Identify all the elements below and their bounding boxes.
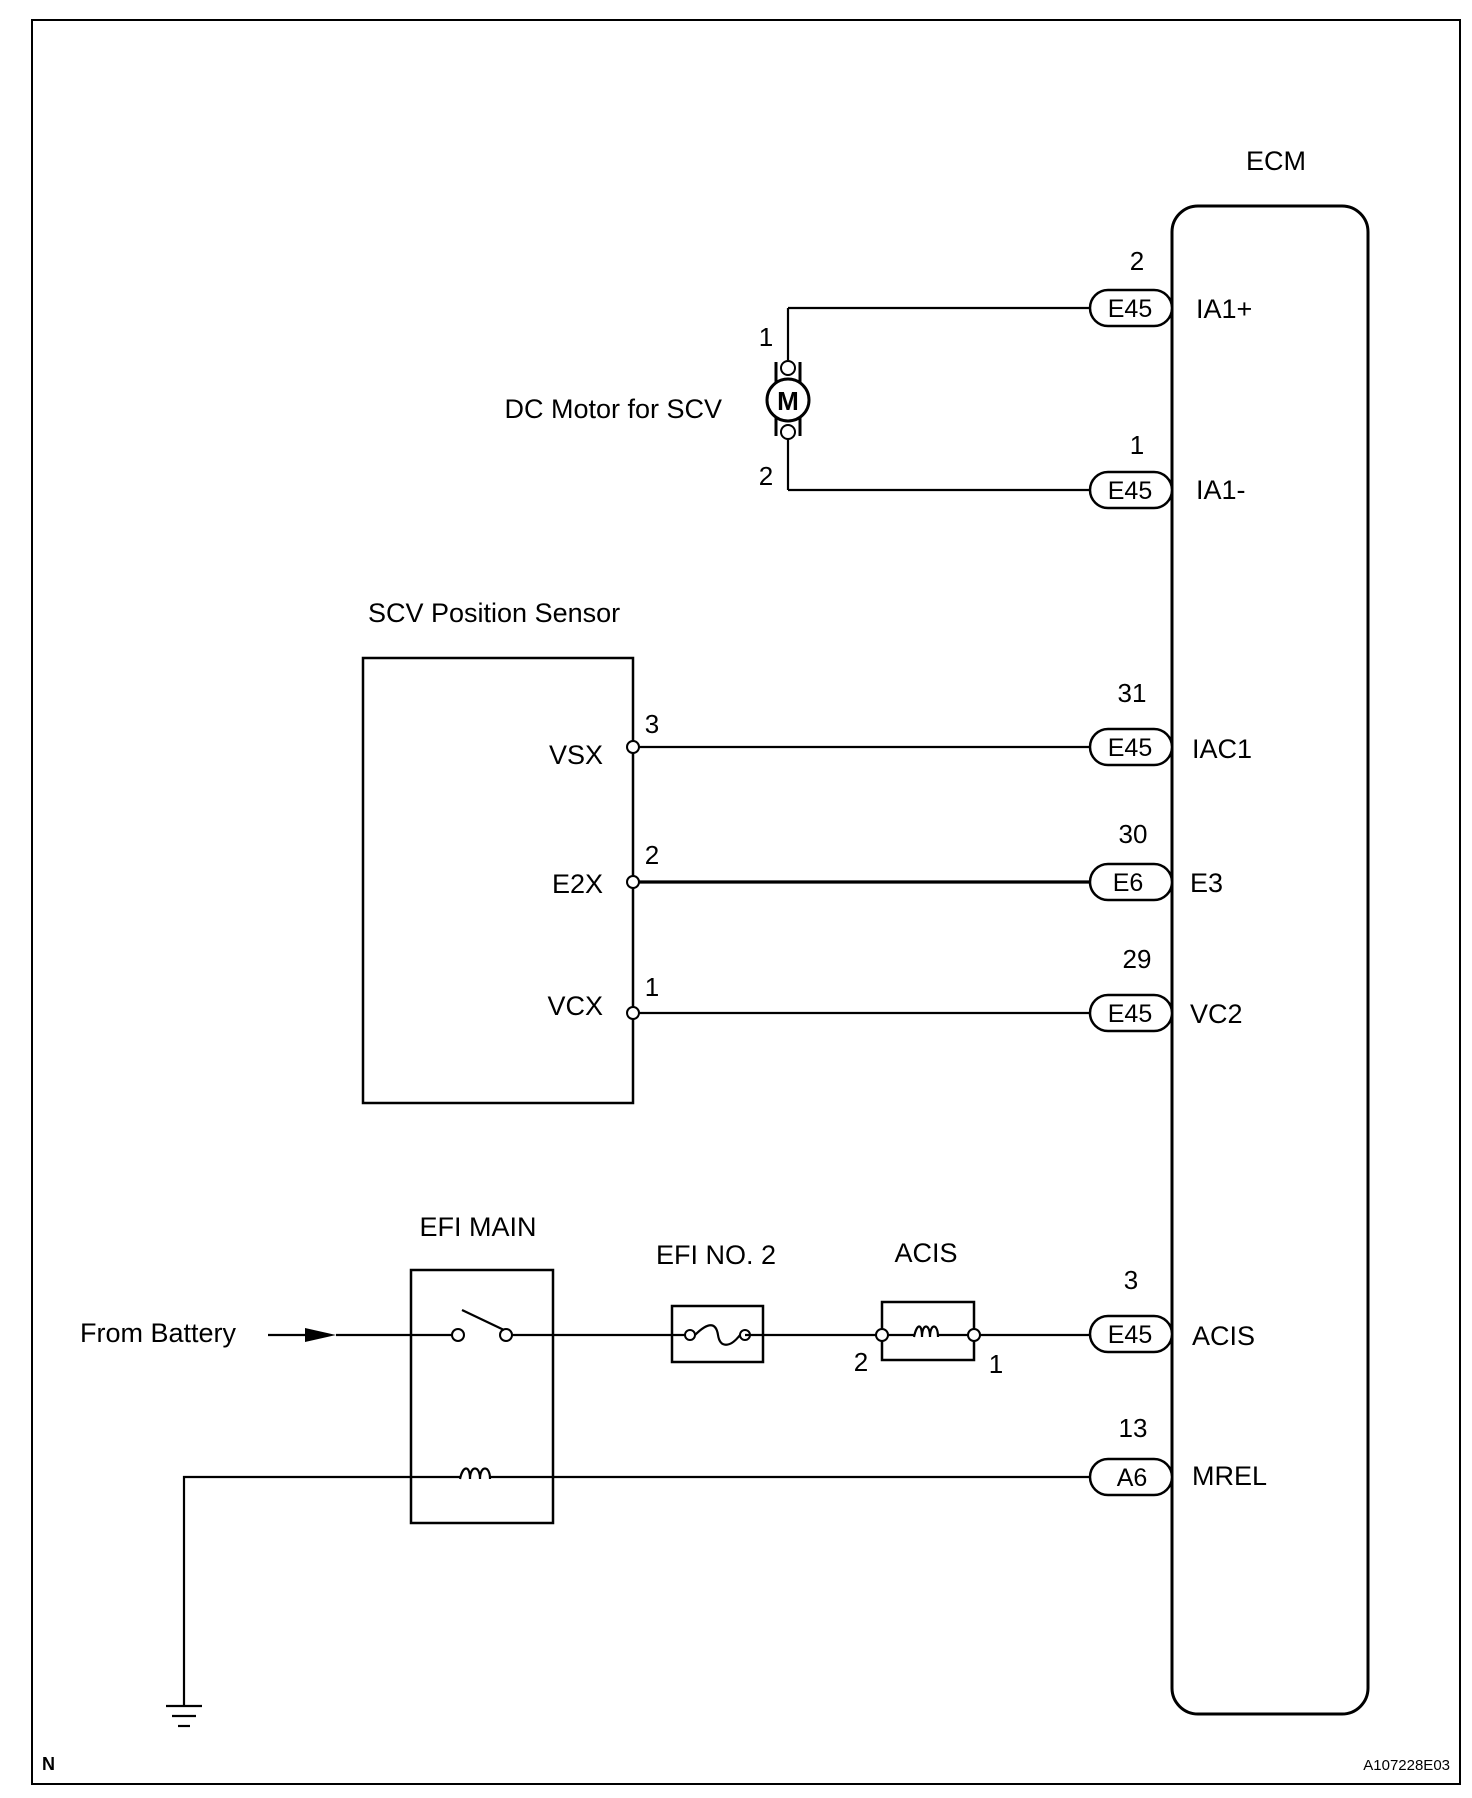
ecm-pin-vc2: 29 E45 VC2 (1088, 944, 1243, 1033)
footer-right: A107228E03 (1363, 1757, 1450, 1774)
acis-pin-right: 1 (989, 1349, 1003, 1379)
sensor-pin-vsx: 3 (645, 709, 659, 739)
motor-pin-top: 1 (759, 322, 773, 352)
terminal-name: IA1+ (1196, 294, 1252, 324)
terminal-name: MREL (1192, 1461, 1267, 1491)
ecm-title: ECM (1246, 146, 1306, 176)
connector-id: E6 (1113, 869, 1144, 897)
diagram-frame (31, 19, 1461, 1785)
connector-id: E45 (1108, 1321, 1152, 1349)
acis-vsv: ACIS 2 1 (854, 1238, 1003, 1379)
sensor-pin-vcx: 1 (645, 972, 659, 1002)
sensor-terminal-e2x: E2X (552, 869, 603, 899)
sensor-terminal-vcx: VCX (547, 991, 603, 1021)
pin-number: 29 (1123, 944, 1152, 974)
motor-label: DC Motor for SCV (504, 394, 722, 424)
ecm-pin-e3: 30 E6 E3 (1088, 819, 1223, 902)
terminal-name: IA1- (1196, 475, 1246, 505)
motor-symbol: M (777, 386, 799, 416)
connector-id: A6 (1117, 1464, 1148, 1492)
efi-no2-fuse: EFI NO. 2 (656, 1240, 776, 1364)
acis-pin-left: 2 (854, 1347, 868, 1377)
dc-motor: M DC Motor for SCV 1 2 (504, 308, 811, 491)
terminal-name: IAC1 (1192, 734, 1252, 764)
pin-number: 1 (1130, 430, 1144, 460)
ecm-pin-ia1-minus: 1 E45 IA1- (1088, 430, 1246, 510)
efi-main-relay: EFI MAIN (409, 1212, 555, 1525)
terminal-name: ACIS (1192, 1321, 1255, 1351)
motor-pin-bottom: 2 (759, 461, 773, 491)
ecm-pin-mrel: 13 A6 MREL (1088, 1413, 1267, 1497)
scv-position-sensor: SCV Position Sensor VSX E2X VCX 3 2 1 (361, 598, 659, 1105)
efi-no2-label: EFI NO. 2 (656, 1240, 776, 1270)
ground-icon (166, 1704, 202, 1728)
ecm-pin-ia1-plus: 2 E45 IA1+ (1088, 246, 1252, 328)
footer-left: N (42, 1754, 55, 1774)
sensor-pin-e2x: 2 (645, 840, 659, 870)
pin-number: 2 (1130, 246, 1144, 276)
connector-id: E45 (1108, 734, 1152, 762)
sensor-title: SCV Position Sensor (368, 598, 620, 628)
pin-number: 30 (1119, 819, 1148, 849)
wire-mrel-ground (182, 1475, 1090, 1706)
connector-id: E45 (1108, 1000, 1152, 1028)
connector-id: E45 (1108, 477, 1152, 505)
from-battery-label: From Battery (80, 1318, 237, 1348)
ecm-pin-acis: 3 E45 ACIS (1088, 1265, 1255, 1354)
acis-label: ACIS (894, 1238, 957, 1268)
terminal-name: VC2 (1190, 999, 1243, 1029)
connector-id: E45 (1108, 295, 1152, 323)
pin-number: 3 (1124, 1265, 1138, 1295)
ecm-block: ECM (1170, 146, 1370, 1716)
efi-main-label: EFI MAIN (419, 1212, 536, 1242)
pin-number: 31 (1118, 678, 1147, 708)
terminal-name: E3 (1190, 868, 1223, 898)
pin-number: 13 (1119, 1413, 1148, 1443)
ecm-pin-iac1: 31 E45 IAC1 (1088, 678, 1252, 767)
sensor-terminal-vsx: VSX (549, 740, 603, 770)
